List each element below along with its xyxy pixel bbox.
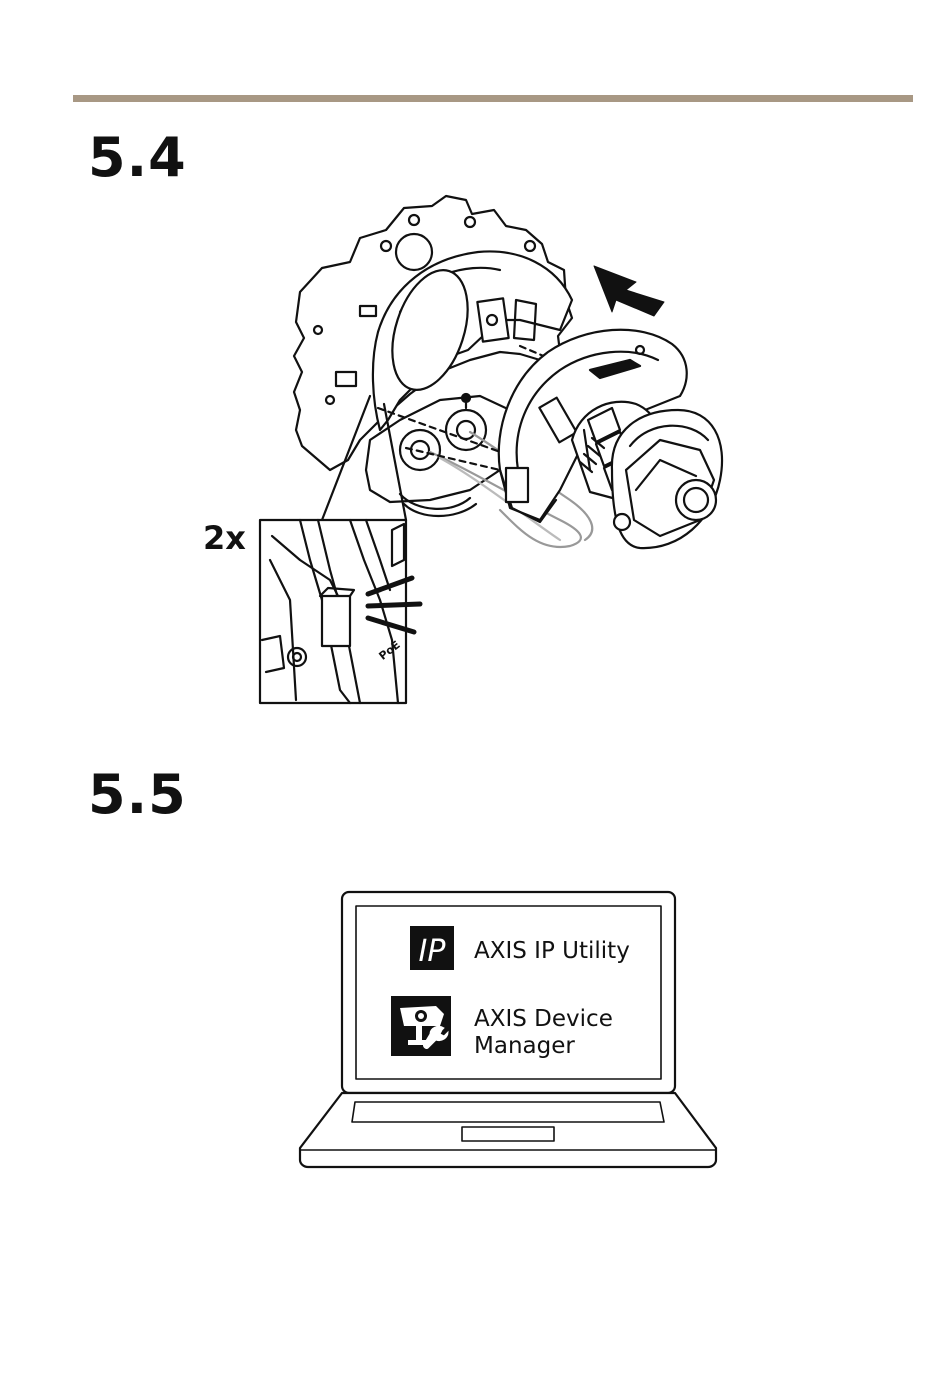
ip-utility-icon-text: IP xyxy=(419,934,447,969)
app-label-device-manager: AXIS Device Manager xyxy=(474,1006,654,1060)
laptop-base xyxy=(300,1093,716,1167)
app-label-ip-utility: AXIS IP Utility xyxy=(474,938,630,965)
device-manager-icon xyxy=(391,996,451,1056)
ip-utility-icon: IP xyxy=(410,926,454,970)
